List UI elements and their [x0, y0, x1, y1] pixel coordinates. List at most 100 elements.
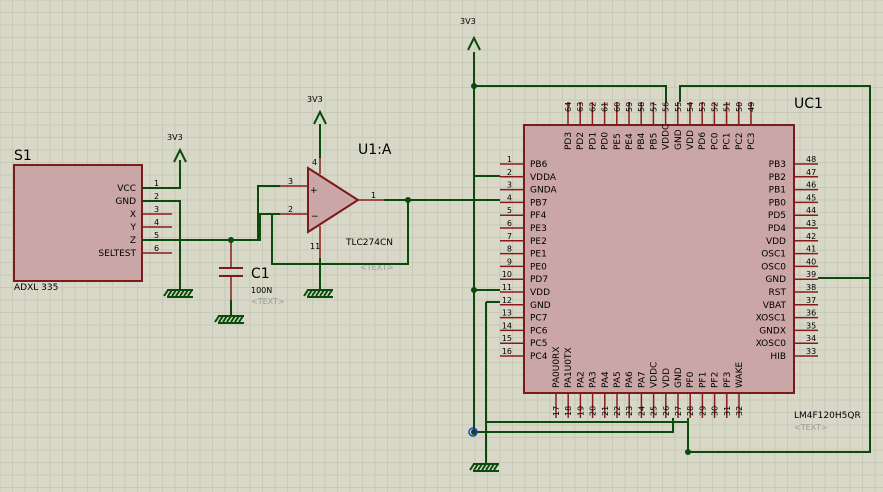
- mcu-pin-num: 61: [601, 102, 610, 112]
- sensor-pin-name: Z: [130, 236, 136, 246]
- mcu-pin-name: PF1: [698, 372, 708, 388]
- mcu-pin-name: PD1: [588, 132, 598, 150]
- mcu-pin-num: 31: [723, 406, 732, 416]
- mcu-pin-name: RST: [769, 288, 787, 298]
- mcu-pin-num: 17: [552, 406, 561, 416]
- mcu-pin-name: PA2: [576, 371, 586, 388]
- mcu-pin-name: PC5: [530, 339, 547, 349]
- ground-icon: [469, 463, 499, 472]
- power-3v3-opamp: 3V3: [307, 95, 327, 125]
- mcu-pin-num: 56: [662, 102, 671, 112]
- mcu-pin-num: 41: [806, 245, 816, 254]
- mcu-pin-num: 26: [662, 406, 671, 416]
- mcu-pin-num: 48: [806, 155, 816, 164]
- inv-symbol: −: [311, 212, 319, 222]
- mcu-pin-name: PB4: [637, 132, 647, 150]
- mcu-pin-name: PB3: [769, 160, 786, 170]
- mcu-pin-num: 9: [507, 257, 512, 266]
- mcu-pin-num: 50: [735, 102, 744, 112]
- mcu-pin-num: 38: [806, 283, 816, 292]
- capacitor-value: 100N: [251, 286, 272, 295]
- mcu-pin-name: OSC0: [761, 262, 786, 272]
- mcu-pin-name: PF2: [711, 372, 721, 388]
- ground-icon: [303, 289, 333, 298]
- mcu-pin-num: 25: [650, 406, 659, 416]
- mcu-pin-name: PE2: [530, 237, 547, 247]
- mcu-pin-num: 11: [502, 283, 512, 292]
- mcu-pin-num: 43: [806, 219, 816, 228]
- opamp-pin-gnd: 11: [310, 242, 320, 251]
- mcu-pin-name: PA0U0RX: [552, 347, 562, 388]
- sensor-pin-num: 3: [154, 205, 159, 214]
- mcu-pin-num: 55: [674, 102, 683, 112]
- mcu-left-pins: 1PB62VDDA3GNDA4PB75PF46PE37PE28PE19PE010…: [500, 155, 557, 362]
- mcu-pin-num: 14: [502, 321, 512, 330]
- opamp-body[interactable]: [307, 166, 360, 234]
- mcu-pin-num: 18: [564, 406, 573, 416]
- sensor-pin-num: 5: [154, 231, 159, 240]
- mcu-pin-num: 3: [507, 181, 512, 190]
- mcu-pin-name: GND: [765, 275, 786, 285]
- mcu-pin-num: 46: [806, 181, 816, 190]
- mcu-pin-name: PD5: [768, 211, 786, 221]
- mcu-pin-name: PF4: [530, 211, 547, 221]
- mcu-pin-num: 2: [507, 168, 512, 177]
- mcu-pin-num: 36: [806, 309, 816, 318]
- mcu-pin-num: 58: [637, 102, 646, 112]
- mcu-pin-name: PC6: [530, 326, 548, 336]
- mcu-pin-num: 4: [507, 193, 512, 202]
- mcu-pin-name: PB6: [530, 160, 548, 170]
- opamp-pin-out: 1: [371, 191, 376, 200]
- mcu-pin-name: PA5: [613, 371, 623, 388]
- mcu-pin-num: 60: [613, 102, 622, 112]
- opamp-text-placeholder: <TEXT>: [360, 263, 394, 272]
- mcu-pin-num: 62: [588, 102, 597, 112]
- mcu-pin-name: PE4: [625, 133, 635, 150]
- mcu-pin-name: PD6: [698, 132, 708, 150]
- mcu-pin-num: 39: [806, 270, 816, 279]
- sensor-pin-num: 2: [154, 192, 159, 201]
- mcu-pin-name: PE0: [530, 262, 547, 272]
- mcu-pin-name: PC1: [723, 133, 733, 150]
- sensor-ref: S1: [14, 148, 32, 164]
- mcu-pin-num: 19: [576, 406, 585, 416]
- mcu-pin-num: 40: [806, 257, 816, 266]
- mcu-pin-name: PF3: [723, 372, 733, 388]
- mcu-pin-name: PB5: [649, 133, 659, 150]
- mcu-pin-num: 33: [806, 347, 816, 356]
- opamp-u1a[interactable]: U1:A TLC274CN <TEXT> + − 3 2 1 4 11: [280, 142, 394, 272]
- sensor-pin-name: Y: [130, 223, 137, 233]
- noninv-symbol: +: [310, 186, 318, 196]
- mcu-pin-name: PC0: [710, 132, 720, 150]
- capacitor-c1[interactable]: C1 100N <TEXT>: [219, 240, 285, 314]
- mcu-pin-num: 21: [601, 406, 610, 416]
- mcu-pin-num: 64: [564, 102, 573, 112]
- mcu-pin-num: 44: [806, 206, 816, 215]
- mcu-pin-num: 57: [649, 102, 658, 112]
- mcu-pin-num: 5: [507, 206, 512, 215]
- sensor-body[interactable]: [13, 164, 143, 282]
- mcu-pin-num: 24: [637, 406, 646, 416]
- mcu-body[interactable]: [523, 124, 795, 394]
- capacitor-text-placeholder: <TEXT>: [251, 297, 285, 306]
- opamp-value: TLC274CN: [345, 238, 393, 248]
- mcu-value: LM4F120H5QR: [794, 411, 861, 421]
- mcu-pin-name: VBAT: [763, 301, 787, 311]
- mcu-pin-name: XOSC1: [756, 314, 786, 324]
- mcu-uc1[interactable]: UC1 LM4F120H5QR <TEXT> 1PB62VDDA3GNDA4PB…: [500, 96, 861, 432]
- sensor-pin-name: X: [130, 210, 136, 220]
- mcu-pin-name: PA7: [637, 371, 647, 388]
- mcu-pin-name: PD4: [768, 224, 786, 234]
- mcu-pin-name: PC7: [530, 314, 547, 324]
- mcu-pin-num: 16: [502, 347, 512, 356]
- mcu-pin-name: PC3: [747, 133, 757, 150]
- mcu-pin-name: GND: [674, 129, 684, 150]
- mcu-pin-name: VDD: [686, 130, 696, 150]
- mcu-pin-name: PB1: [769, 186, 786, 196]
- sensor-pin-num: 6: [154, 244, 159, 253]
- mcu-pin-num: 27: [674, 406, 683, 416]
- mcu-pin-name: VDDC: [650, 362, 660, 388]
- mcu-pin-name: PD2: [576, 132, 586, 150]
